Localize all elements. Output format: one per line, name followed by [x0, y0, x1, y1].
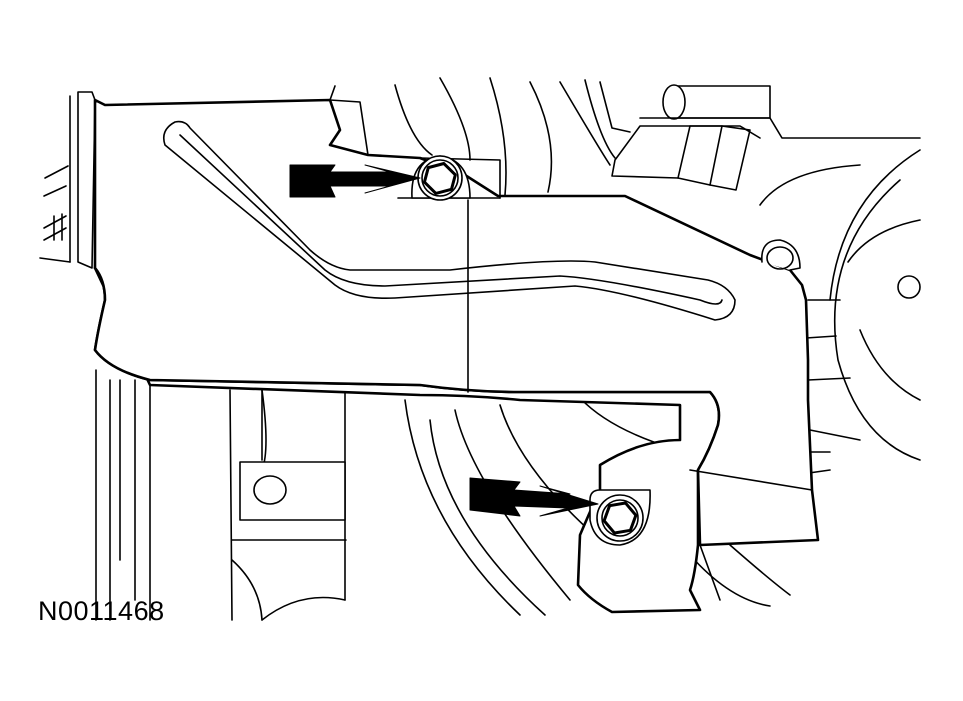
figure-id-label: N0011468 [38, 596, 165, 626]
upper-arrow-icon [289, 164, 421, 198]
upper-bolt-icon [411, 155, 471, 201]
lower-bolt-icon [602, 501, 638, 535]
lower-arrow-icon [469, 477, 599, 517]
bracket-plate [93, 98, 820, 614]
